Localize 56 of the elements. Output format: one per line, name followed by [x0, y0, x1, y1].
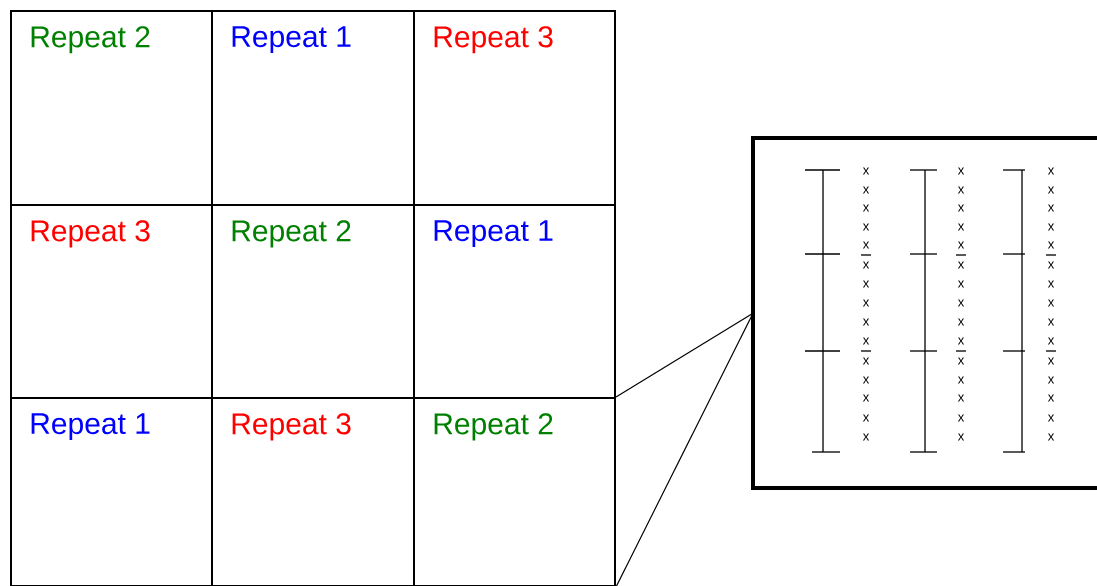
data-point-mark: x	[957, 337, 965, 345]
data-point-mark: x	[862, 280, 870, 288]
data-point-mark: x	[1047, 414, 1055, 422]
data-point-mark: x	[1047, 223, 1055, 231]
data-point-mark: x	[957, 414, 965, 422]
zoom-line	[615, 312, 754, 398]
data-point-mark: x	[1047, 261, 1055, 269]
data-point-mark: x	[957, 299, 965, 307]
data-point-mark: x	[1047, 433, 1055, 441]
data-point-mark: x	[957, 186, 965, 194]
data-point-mark: x	[862, 299, 870, 307]
data-point-mark: x	[862, 394, 870, 402]
data-point-mark: x	[862, 204, 870, 212]
data-point-mark: x	[862, 318, 870, 326]
data-point-mark: x	[957, 261, 965, 269]
data-point-mark: x	[862, 186, 870, 194]
data-point-mark: x	[862, 261, 870, 269]
data-point-mark: x	[957, 376, 965, 384]
grid-cell: Repeat 1	[10, 397, 213, 586]
data-point-mark: x	[957, 241, 965, 249]
data-point-mark: x	[1047, 204, 1055, 212]
data-point-mark: x	[862, 376, 870, 384]
data-point-mark: x	[1047, 337, 1055, 345]
data-point-mark: x	[1047, 318, 1055, 326]
grid-cell: Repeat 2	[413, 397, 616, 586]
inset-box	[751, 136, 1097, 490]
data-point-mark: x	[1047, 376, 1055, 384]
data-point-mark: x	[1047, 357, 1055, 365]
data-point-mark: x	[957, 167, 965, 175]
data-point-mark: x	[862, 223, 870, 231]
data-point-mark: x	[957, 223, 965, 231]
data-point-mark: x	[957, 394, 965, 402]
data-point-mark: x	[1047, 394, 1055, 402]
data-point-mark: x	[862, 337, 870, 345]
data-point-mark: x	[1047, 186, 1055, 194]
data-point-mark: x	[1047, 167, 1055, 175]
grid-cell: Repeat 2	[10, 10, 213, 206]
data-point-mark: x	[957, 280, 965, 288]
data-point-mark: x	[957, 318, 965, 326]
data-point-mark: x	[1047, 241, 1055, 249]
grid-cell: Repeat 3	[211, 397, 415, 586]
data-point-mark: x	[862, 414, 870, 422]
grid-cell: Repeat 3	[413, 10, 616, 206]
data-point-mark: x	[1047, 280, 1055, 288]
grid-cell: Repeat 1	[211, 10, 415, 206]
data-point-mark: x	[862, 241, 870, 249]
grid-cell: Repeat 3	[10, 204, 213, 399]
grid-cell: Repeat 2	[211, 204, 415, 399]
data-point-mark: x	[1047, 299, 1055, 307]
grid-cell: Repeat 1	[413, 204, 616, 399]
data-point-mark: x	[957, 204, 965, 212]
data-point-mark: x	[957, 357, 965, 365]
data-point-mark: x	[957, 433, 965, 441]
data-point-mark: x	[862, 433, 870, 441]
data-point-mark: x	[862, 167, 870, 175]
data-point-mark: x	[862, 357, 870, 365]
